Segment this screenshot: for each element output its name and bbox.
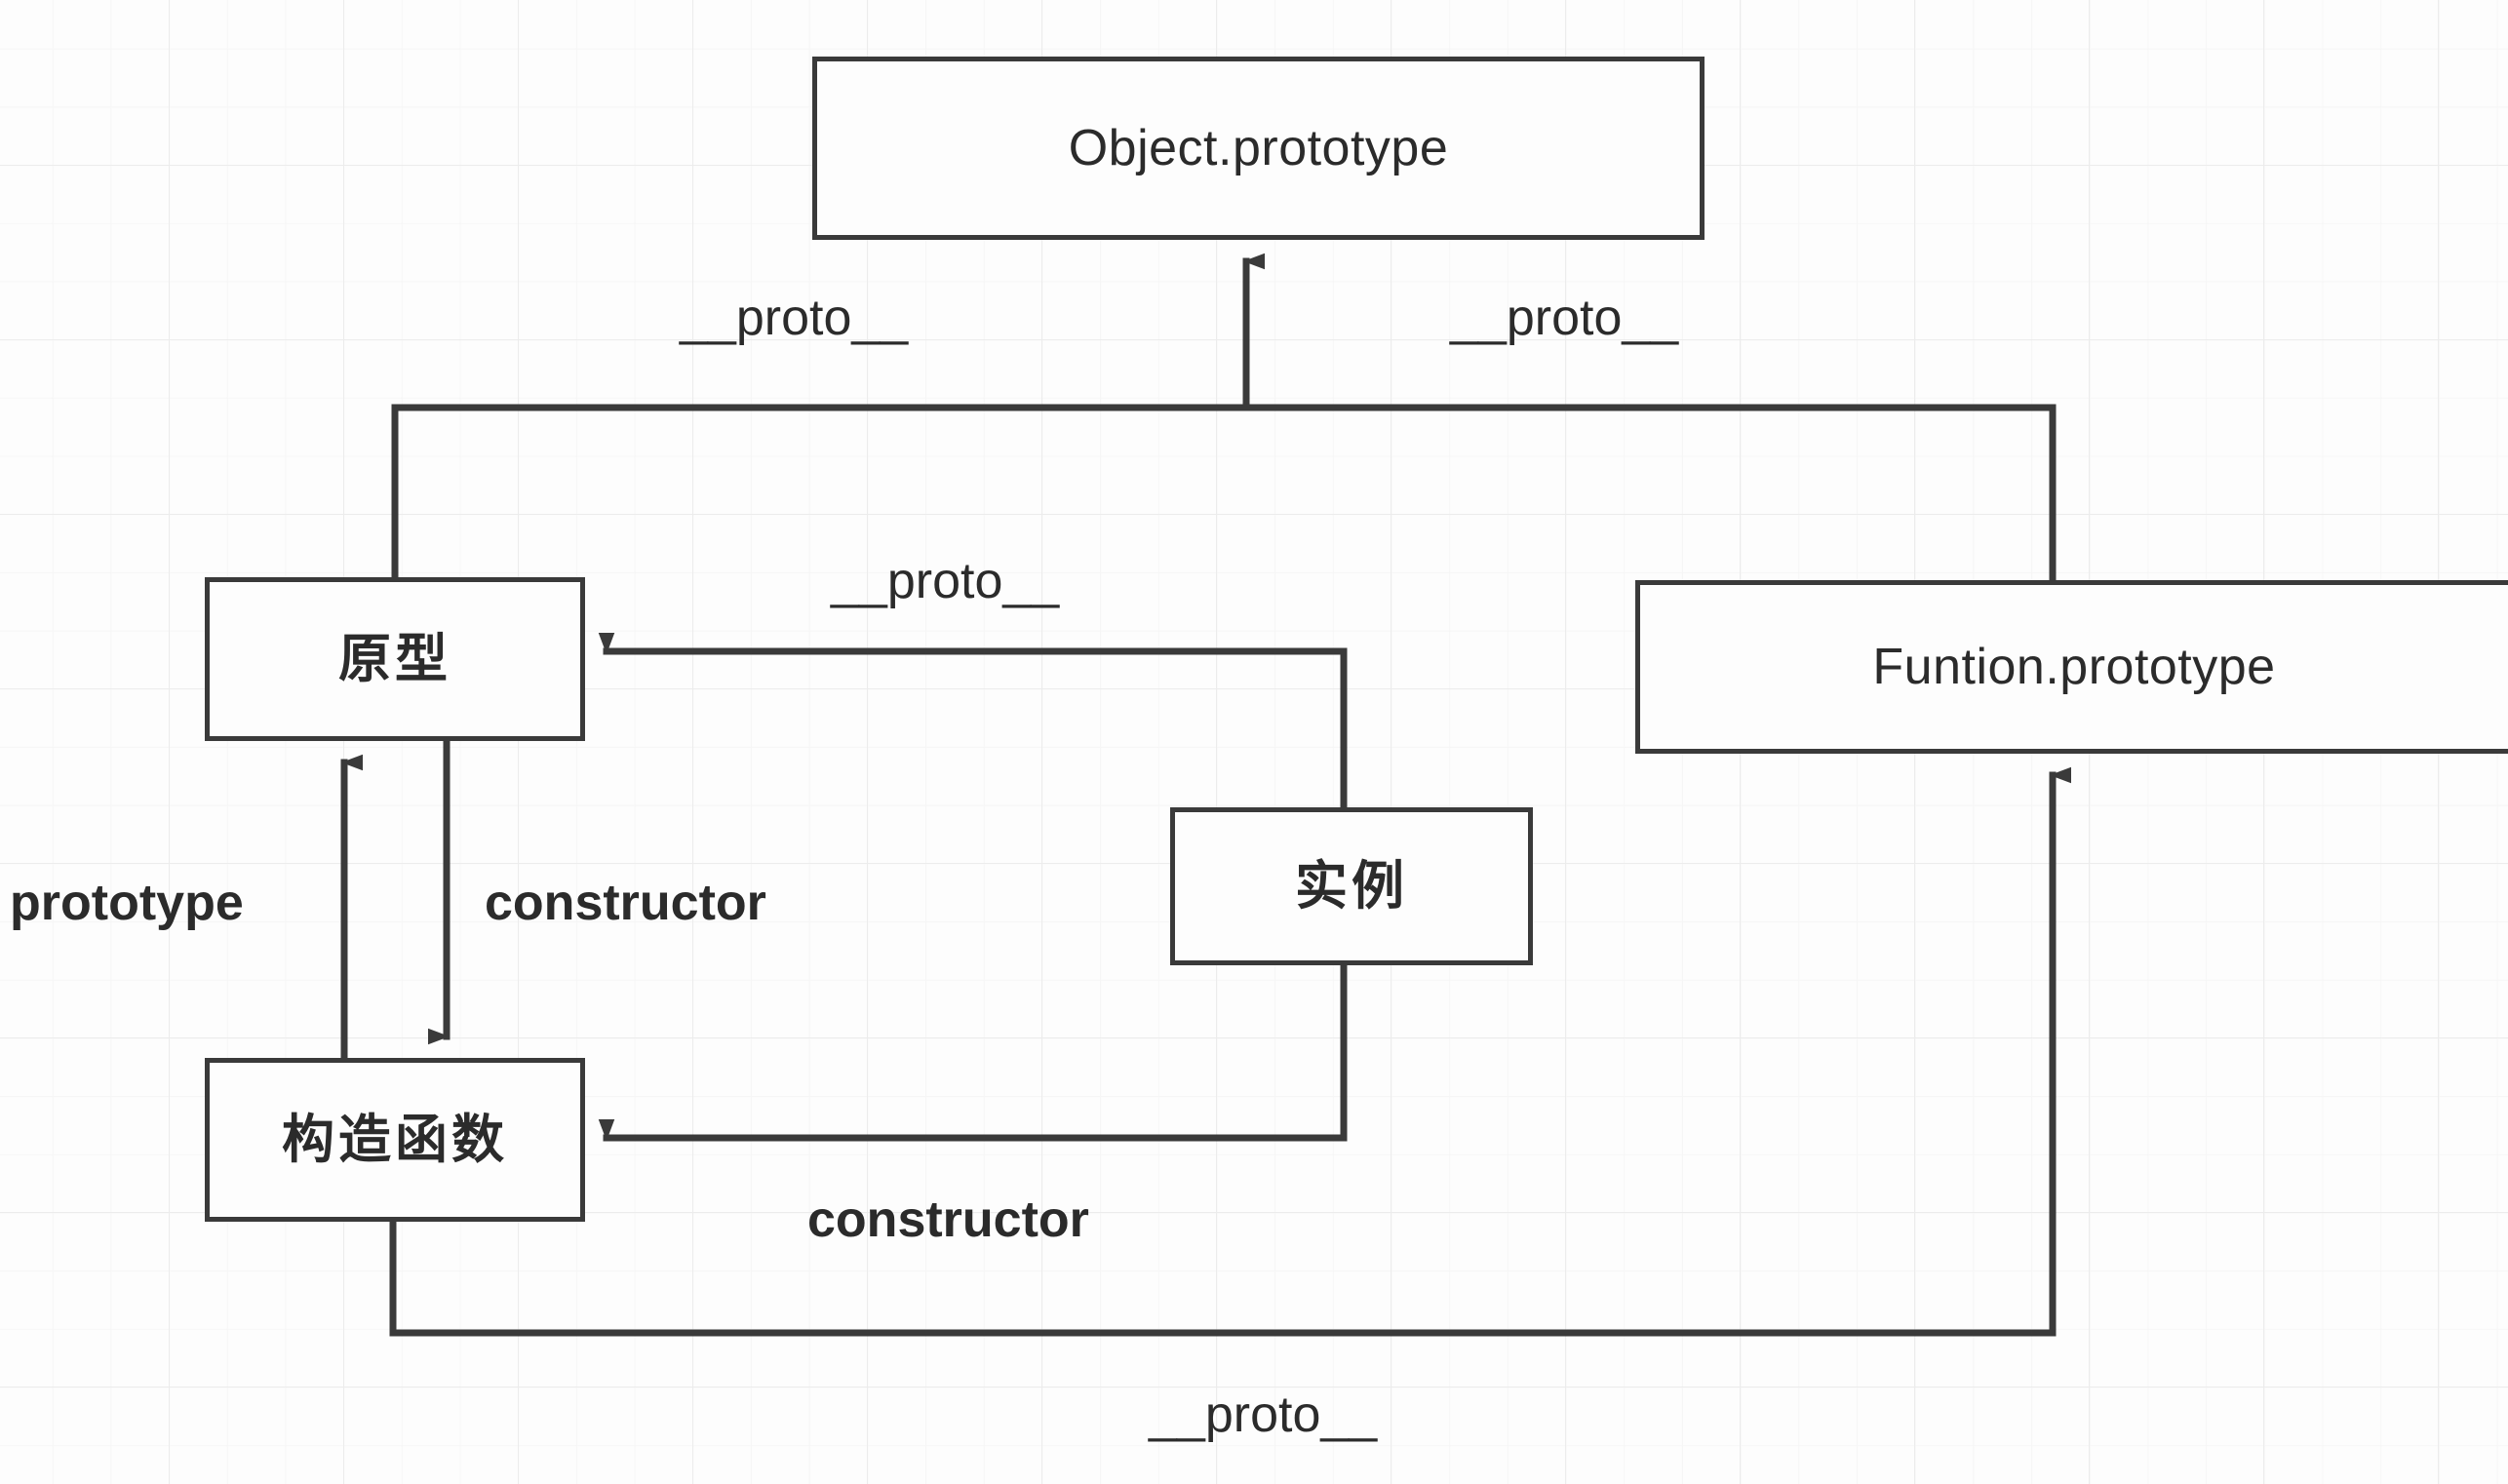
node-function-prototype[interactable]: Funtion.prototype (1635, 580, 2508, 754)
edge-label-proto-prototype-to-object: __proto__ (680, 290, 909, 346)
node-object-prototype-label: Object.prototype (1068, 120, 1449, 176)
node-constructor-cn[interactable]: 构造函数 (205, 1058, 585, 1222)
node-instance-cn-label: 实例 (1295, 857, 1408, 916)
edge-instance-to-prototype-segment (607, 651, 1348, 811)
edge-label-constructor-vertical: constructor (485, 875, 766, 931)
edge-label-proto-constructor-to-function-prototype: __proto__ (1149, 1386, 1378, 1443)
edge-function-prototype-to-object-prototype-segment (1242, 404, 2057, 584)
node-constructor-cn-label: 构造函数 (282, 1111, 508, 1169)
node-prototype-cn[interactable]: 原型 (205, 577, 585, 741)
node-prototype-cn-label: 原型 (338, 630, 451, 688)
node-instance-cn[interactable]: 实例 (1170, 807, 1533, 965)
node-object-prototype[interactable]: Object.prototype (812, 57, 1705, 240)
edge-label-proto-function-prototype-to-object: __proto__ (1450, 290, 1679, 346)
edge-label-proto-instance-to-prototype: __proto__ (831, 553, 1060, 609)
node-function-prototype-label: Funtion.prototype (1872, 639, 2276, 695)
edge-prototype-to-object-prototype-segment (391, 404, 1250, 581)
edge-label-prototype: prototype (10, 875, 244, 931)
edge-instance-to-constructor-segment (607, 961, 1348, 1142)
edge-label-constructor-instance: constructor (807, 1191, 1089, 1248)
